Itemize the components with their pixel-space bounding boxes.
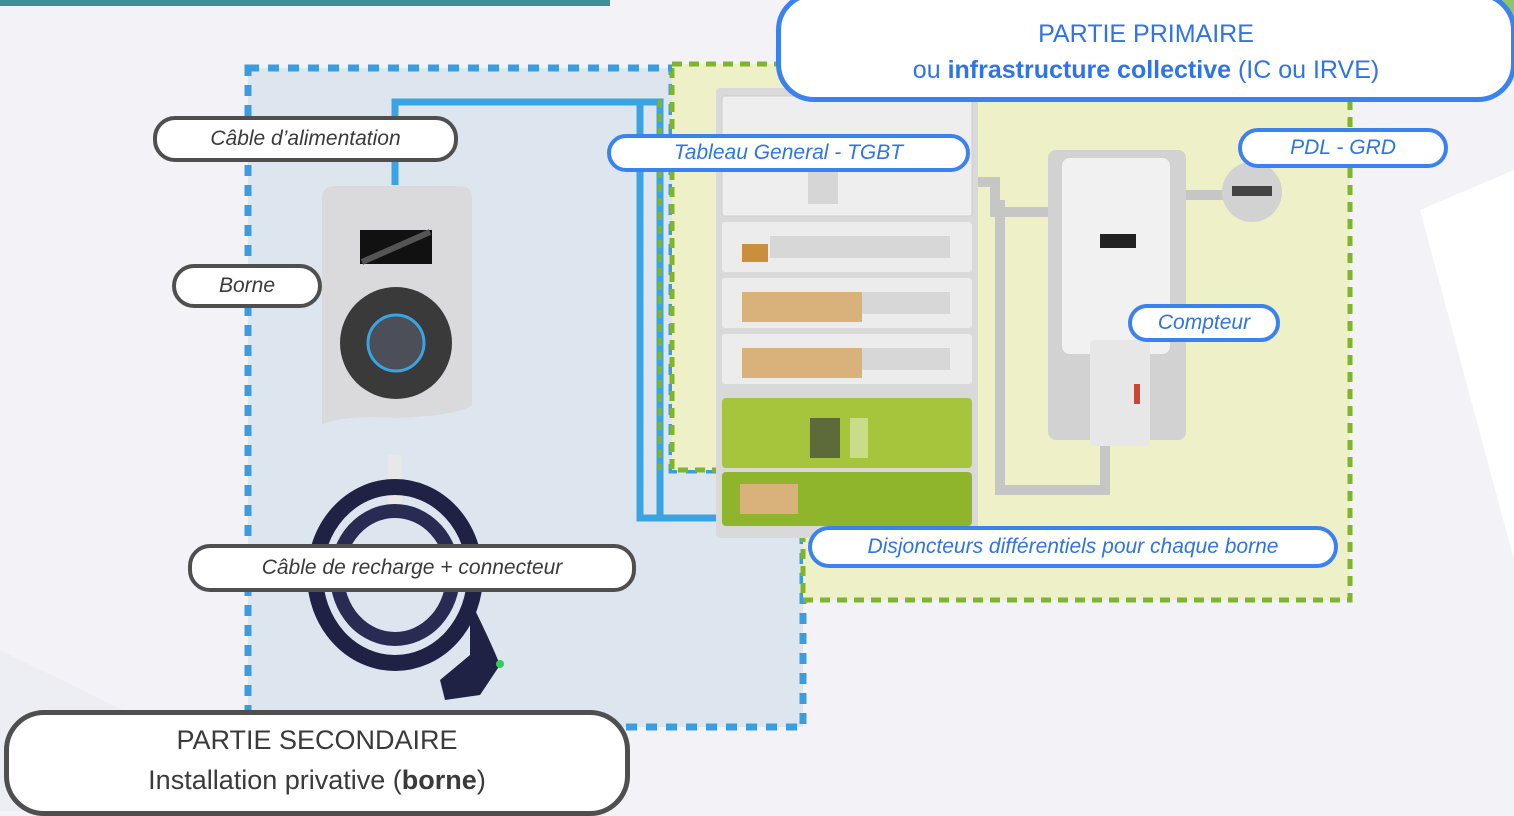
label-cable-recharge: Câble de recharge + connecteur <box>188 544 636 592</box>
primary-line2: ou infrastructure collective (IC ou IRVE… <box>912 56 1380 84</box>
label-cable-alimentation: Câble d’alimentation <box>153 116 458 162</box>
secondary-part-title: PARTIE SECONDAIRE Installation privative… <box>4 710 630 816</box>
tgbt-panel <box>716 88 978 538</box>
label-disjoncteurs: Disjoncteurs différentiels pour chaque b… <box>808 526 1338 568</box>
label-borne: Borne <box>172 264 322 308</box>
primary-part-title: PARTIE PRIMAIRE ou infrastructure collec… <box>776 0 1514 102</box>
label-compteur: Compteur <box>1128 304 1280 342</box>
label-tableau: Tableau General - TGBT <box>607 134 970 172</box>
secondary-line1: PARTIE SECONDAIRE <box>176 725 458 755</box>
label-pdl: PDL - GRD <box>1238 128 1448 168</box>
secondary-line2: Installation privative (borne) <box>148 765 486 795</box>
primary-line1: PARTIE PRIMAIRE <box>1038 20 1254 48</box>
meter <box>1048 150 1186 446</box>
charging-station <box>322 186 472 425</box>
